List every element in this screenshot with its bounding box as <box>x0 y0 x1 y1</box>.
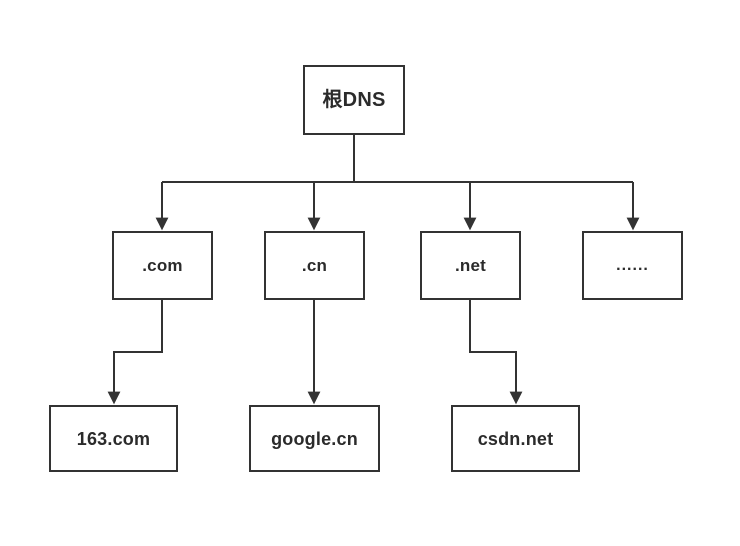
edge-net-to-csdn <box>469 300 523 405</box>
node-host-google-cn[interactable]: google.cn <box>249 405 380 472</box>
node-host-csdn-net-label: csdn.net <box>477 428 554 449</box>
node-root-dns-label: 根DNS <box>322 89 386 111</box>
node-host-google-cn-label: google.cn <box>271 428 358 449</box>
node-tld-net-label: .net <box>454 256 487 275</box>
node-tld-more-label: ...... <box>616 256 649 274</box>
node-tld-com[interactable]: .com <box>112 231 213 300</box>
node-root-dns[interactable]: 根DNS <box>303 65 405 135</box>
node-tld-net[interactable]: .net <box>420 231 521 300</box>
node-tld-cn[interactable]: .cn <box>264 231 365 300</box>
node-host-163-com-label: 163.com <box>76 428 151 449</box>
node-host-csdn-net[interactable]: csdn.net <box>451 405 580 472</box>
node-tld-cn-label: .cn <box>301 256 328 275</box>
node-tld-com-label: .com <box>142 256 183 275</box>
node-host-163-com[interactable]: 163.com <box>49 405 178 472</box>
edge-com-to-163 <box>107 300 163 405</box>
node-tld-more[interactable]: ...... <box>582 231 683 300</box>
